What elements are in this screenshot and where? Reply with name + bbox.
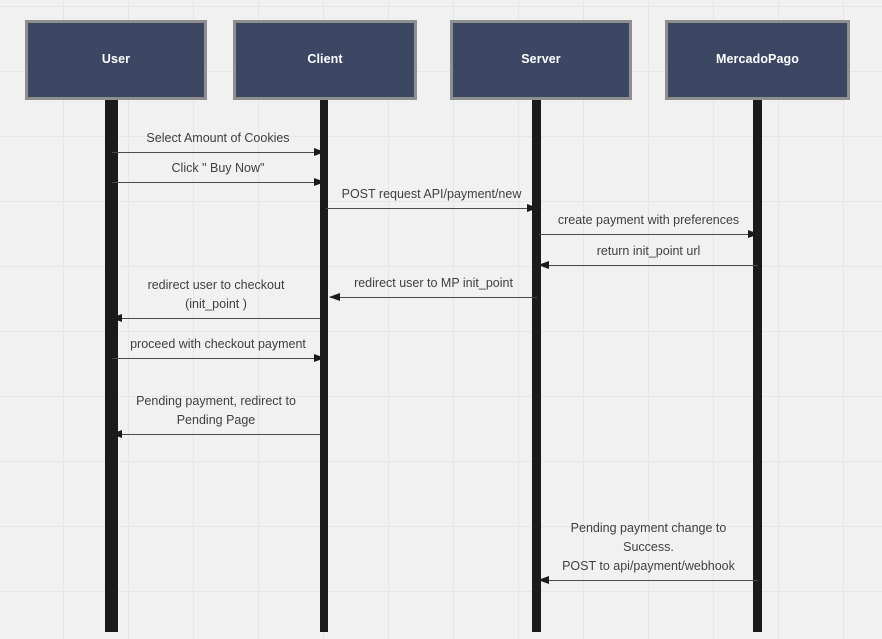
message-line-3 [326,208,537,209]
message-line-8 [112,358,324,359]
participant-box-client[interactable]: Client [233,20,417,100]
message-label-10: Pending payment change to Success. POST … [562,521,735,573]
participant-box-user[interactable]: User [25,20,207,100]
message-label-2: Click " Buy Now" [171,161,265,175]
message-line-6 [330,297,537,298]
lifeline-client [320,100,328,632]
message-label-5: return init_point url [596,244,701,258]
participant-label-mercadopago: MercadoPago [715,52,800,67]
message-label-3: POST request API/payment/new [341,187,522,201]
message-label-8: proceed with checkout payment [130,337,306,351]
message-label-1: Select Amount of Cookies [146,131,290,145]
participant-label-client: Client [307,52,343,67]
arrow-head-right-icon [748,229,759,238]
participant-box-server[interactable]: Server [450,20,632,100]
message-label-9: Pending payment, redirect to Pending Pag… [136,394,296,427]
participant-label-user: User [101,52,131,67]
arrow-head-right-icon [527,203,538,212]
message-line-9 [112,434,320,435]
arrow-head-left-icon [111,429,122,438]
arrow-head-right-icon [314,353,325,362]
participant-box-mercadopago[interactable]: MercadoPago [665,20,850,100]
message-line-5 [539,265,758,266]
message-line-2 [112,182,324,183]
arrow-head-right-icon [314,147,325,156]
arrow-head-right-icon [314,177,325,186]
message-line-1 [112,152,324,153]
arrow-head-left-icon [538,260,549,269]
lifeline-mercadopago [753,100,762,632]
arrow-head-left-icon [538,575,549,584]
message-label-6: redirect user to MP init_point [354,276,513,290]
lifeline-user [105,100,118,632]
message-line-10 [539,580,758,581]
message-label-4: create payment with preferences [557,213,740,227]
participant-label-server: Server [521,52,561,67]
message-label-7: redirect user to checkout (init_point ) [147,278,285,311]
message-line-7 [112,318,320,319]
arrow-head-left-icon [111,313,122,322]
lifeline-server [532,100,541,632]
message-line-4 [539,234,758,235]
arrow-head-left-icon [329,292,340,301]
